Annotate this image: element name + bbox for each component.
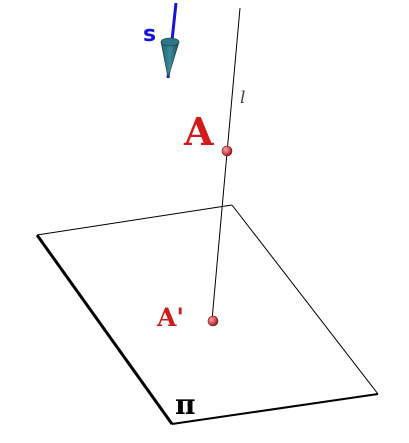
- line-l: [211, 7, 241, 321]
- direction-cone-base: [160, 37, 180, 47]
- plane-edge-top: [36, 204, 233, 236]
- point-A-label: A: [183, 109, 214, 154]
- plane-edge-bottom: [171, 393, 379, 425]
- point-A-prime-marker: [207, 315, 219, 327]
- direction-vector-s: [160, 2, 180, 79]
- plane-label: π: [175, 388, 196, 421]
- direction-label: s: [143, 22, 156, 47]
- plane-edge-left: [35, 234, 174, 425]
- plane-edge-right: [231, 204, 379, 395]
- plane-pi: [35, 204, 379, 425]
- point-A-marker: [221, 145, 233, 157]
- point-A-prime-label: A': [156, 303, 184, 332]
- line-label: l: [240, 88, 245, 108]
